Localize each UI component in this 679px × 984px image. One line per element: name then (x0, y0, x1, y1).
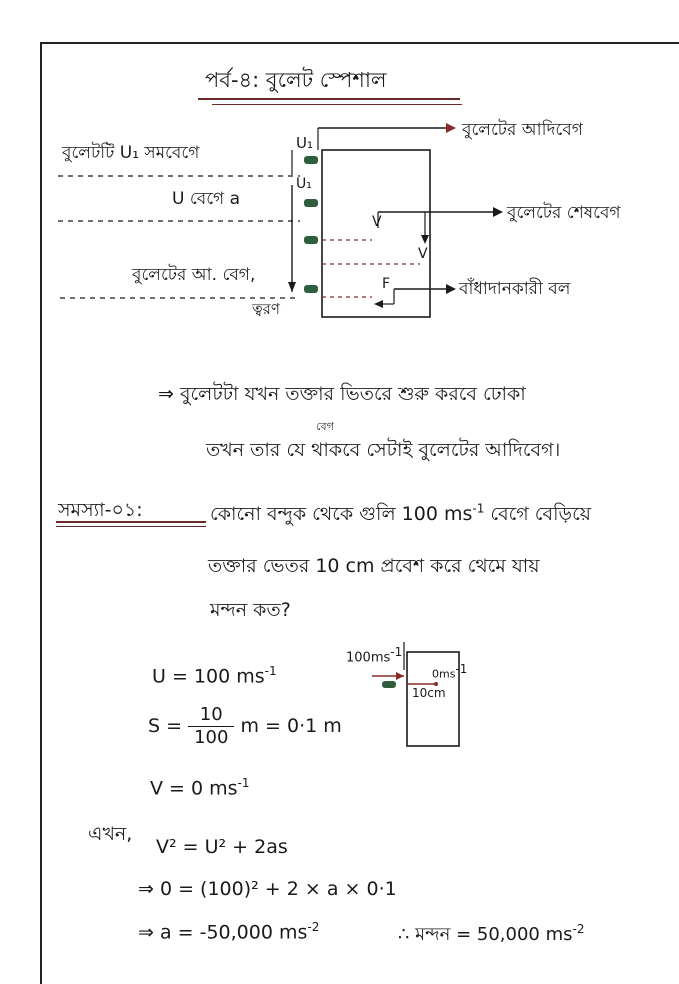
given-s-prefix: S = (148, 715, 183, 737)
explanation-above-note: বেগ (316, 420, 334, 433)
equation-3: ⇒ a = -50,000 ms-2 (138, 920, 319, 943)
symbol-v-1: V (372, 214, 382, 230)
bullet-diagram (58, 123, 503, 318)
label-bullet-u1: বুলেটটি U₁ সমবেগে (62, 143, 200, 163)
bullet-1 (304, 156, 318, 164)
explanation-line-1-text: বুলেটটা যখন তক্তার ভিতরে শুরু করবে ঢোকা (179, 383, 526, 405)
conclusion: ∴ মন্দন = 50,000 ms-2 (398, 920, 584, 951)
given-v: V = 0 ms-1 (150, 776, 250, 799)
annotation-initial-velocity: বুলেটের আদিবেগ (462, 120, 583, 140)
symbol-f: F (382, 276, 391, 292)
bullet-4 (304, 285, 318, 293)
symbol-u1-top: U₁ (296, 134, 313, 152)
label-acceleration-word: ত্বরণ (252, 300, 280, 318)
explanation-line-2: তখন তার যে থাকবে সেটাই বুলেটের আদিবেগ। (206, 439, 561, 461)
equation-3-text: ⇒ a = -50,000 ms (138, 921, 308, 944)
problem-label-underline-secondary (56, 526, 206, 527)
label-u-velocity-a: U বেগে a (172, 189, 240, 209)
figure-speed-label: 100ms-1 (346, 645, 402, 665)
wooden-block (321, 149, 431, 318)
figure-end-label-sup: -1 (455, 662, 468, 676)
problem-bullet (382, 681, 396, 688)
given-v-text: V = 0 ms (150, 777, 238, 800)
annotation-final-velocity: বুলেটের শেষবেগ (507, 203, 621, 223)
label-bullet-acceleration: বুলেটের আ. বেগ, (132, 265, 256, 285)
given-u-text: U = 100 ms (152, 665, 265, 688)
figure-end-label: 0ms-1 (432, 662, 467, 681)
problem-text-line-1: কোনো বন্দুক থেকে গুলি 100 ms-1 বেগে বেড়… (210, 500, 591, 532)
explanation-line-1: ⇒ বুলেটটা যখন তক্তার ভিতরে শুরু করবে ঢোক… (158, 383, 526, 405)
page-border (40, 42, 679, 984)
bullet-2 (304, 199, 318, 207)
page-title: পর্ব-৪: বুলেট স্পেশাল (205, 68, 387, 92)
conclusion-text: ∴ মন্দন = 50,000 ms (398, 924, 573, 945)
figure-speed-label-sup: -1 (390, 645, 403, 659)
annotation-resistive-force: বাঁধাদানকারী বল (459, 279, 571, 299)
symbol-u1-mid: U₁ (296, 176, 312, 192)
equation-3-sup: -2 (307, 920, 320, 934)
equation-1: V² = U² + 2as (156, 836, 288, 858)
problem-block (406, 651, 460, 747)
problem-figure (372, 642, 460, 747)
problem-text-line-1-end: বেগে বেড়িয়ে (490, 503, 591, 525)
given-s-suffix: m = 0·1 m (240, 715, 342, 737)
given-s-denominator: 100 (194, 727, 229, 748)
problem-label-underline (56, 521, 206, 523)
figure-depth-label: 10cm (412, 686, 446, 700)
title-underline-secondary (212, 104, 462, 105)
problem-text-line-1-main: কোনো বন্দুক থেকে গুলি 100 ms (210, 503, 473, 525)
figure-end-label-text: 0ms (432, 667, 456, 681)
problem-text-line-2: তক্তার ভেতর 10 cm প্রবেশ করে থেমে যায় (208, 555, 540, 577)
given-v-sup: -1 (237, 776, 250, 790)
problem-text-line-1-sup: -1 (472, 501, 485, 516)
bullet-3 (304, 236, 318, 244)
given-u-sup: -1 (264, 664, 277, 678)
conclusion-sup: -2 (572, 922, 585, 936)
now-label: এখন, (88, 823, 133, 845)
problem-text-line-3: মন্দন কত? (210, 599, 291, 621)
equation-2: ⇒ 0 = (100)² + 2 × a × 0·1 (138, 878, 397, 900)
given-s-numerator: 10 (188, 704, 235, 727)
symbol-v-2: V (418, 246, 428, 262)
given-u: U = 100 ms-1 (152, 664, 277, 687)
figure-speed-label-text: 100ms (346, 650, 391, 666)
title-underline (198, 98, 460, 100)
problem-label: সমস্যা-০১: (58, 499, 143, 521)
